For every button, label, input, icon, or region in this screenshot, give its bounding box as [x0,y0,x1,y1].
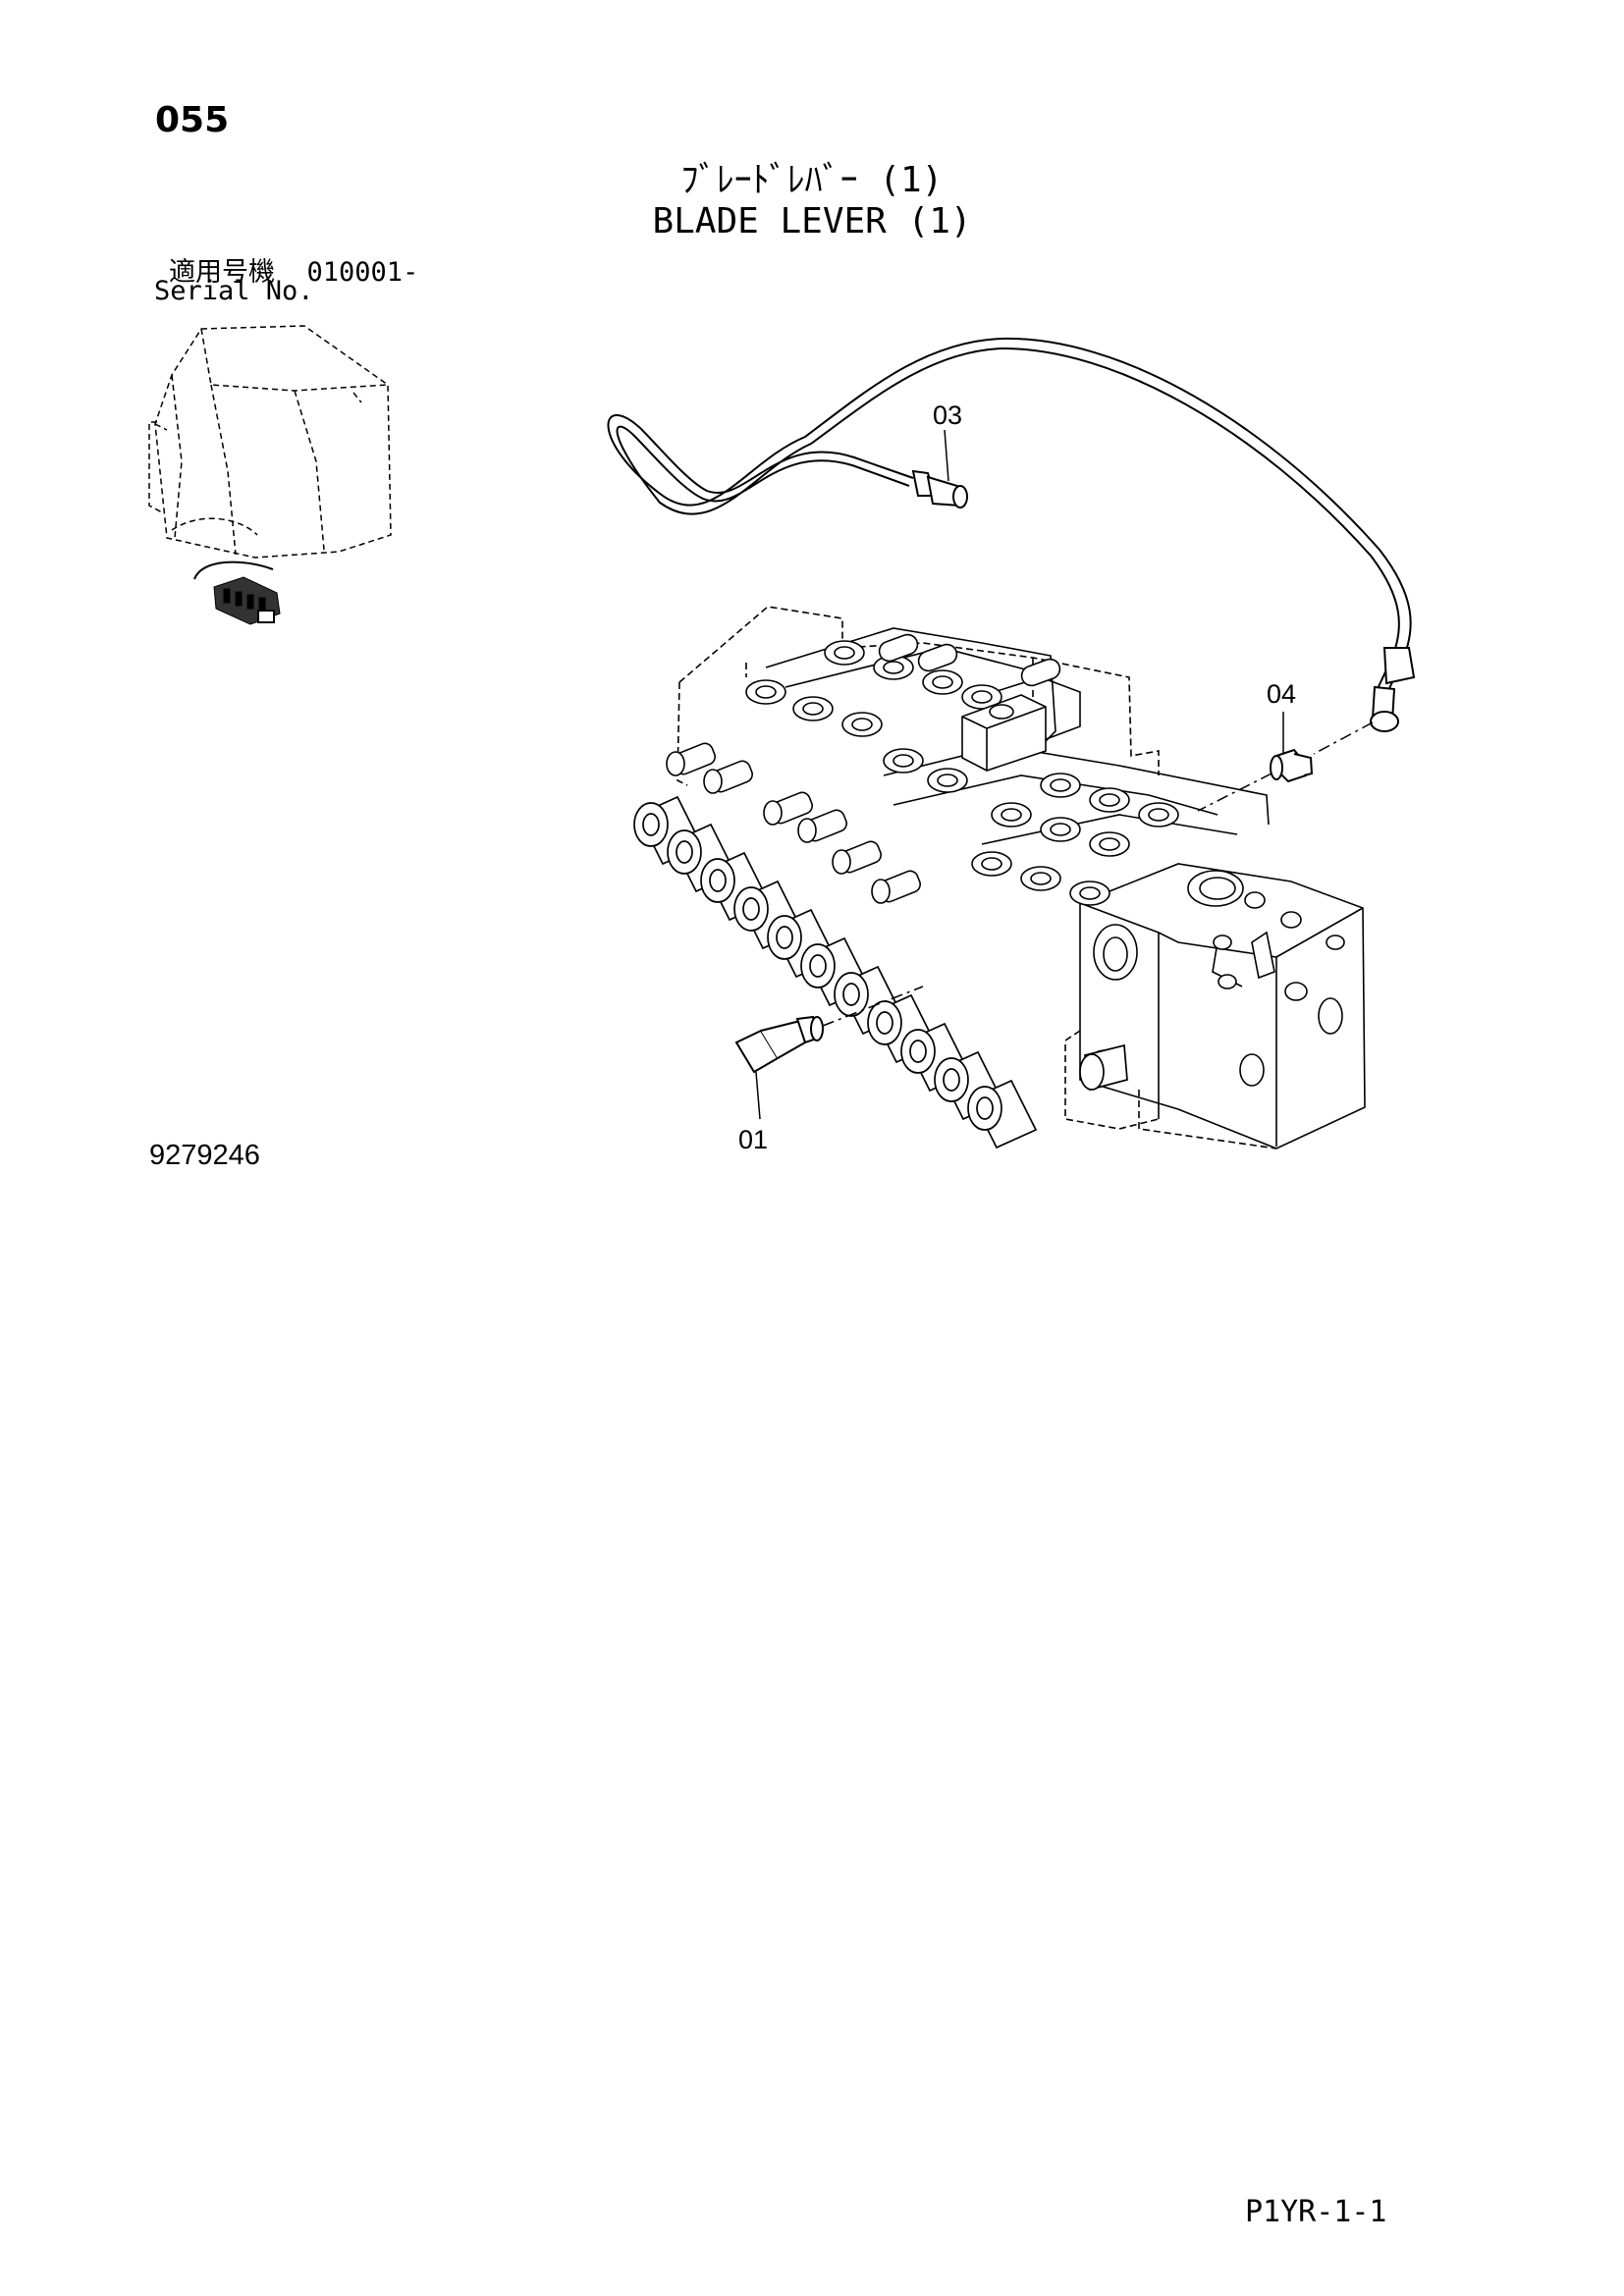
leader-line-01 [755,1071,761,1120]
callout-04: 04 [1267,679,1296,709]
callout-03: 03 [933,400,962,430]
page-number: 055 [155,100,230,140]
pilot-fittings [666,742,921,904]
leader-line-03 [944,429,949,482]
assembly-line-01 [822,986,924,1027]
title-japanese: ﾌﾞﾚｰﾄﾞﾚﾊﾞｰ (1) [680,160,944,200]
serial-range: 010001- [306,257,419,288]
hose-assembly [607,337,1412,700]
assembly-line-04-valve [1197,773,1272,812]
spool-caps-lower [633,795,1128,1149]
elbow-fitting-part-01 [734,1015,824,1074]
document-number: 9279246 [149,1140,260,1171]
page-code: P1YR-1-1 [1245,2195,1387,2229]
hose-fitting-elbow [1370,647,1416,732]
serial-english-label: Serial No. [154,276,314,306]
adapter-part-04 [1270,748,1314,783]
callout-01: 01 [738,1125,768,1154]
serial-japanese-label: 適用号機 [169,257,275,288]
locator-cab-drawing [148,325,392,559]
locator-valve-highlight [193,561,281,625]
serial-applicability: 適用号機 010001- [169,250,418,289]
assembly-line-04 [1313,721,1374,755]
spool-caps-upper [878,633,1061,772]
title-english: BLADE LEVER (1) [652,201,972,241]
valve-cap-ports [745,640,1179,906]
hose-fitting-03 [911,469,968,508]
